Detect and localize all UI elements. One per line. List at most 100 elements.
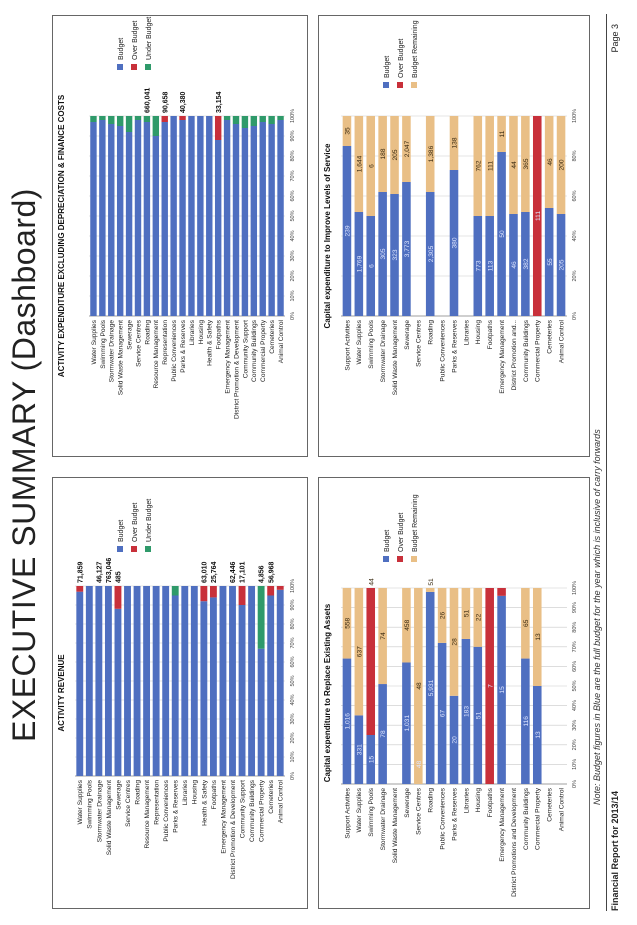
footer-divider [606,14,607,911]
bar-over-budget-swimming-pools [366,588,376,735]
bar-budget-community-support [241,128,249,316]
category-label: Community Buildings [523,319,530,382]
data-label-remaining: 46 [547,158,554,166]
x-tick-label: 10% [290,290,296,301]
data-label-remaining: 111 [487,161,494,171]
bar-budget-footpaths [485,216,494,316]
category-label: Service Centres [135,319,142,367]
x-tick-label: 50% [572,680,578,691]
data-label-remaining: 13 [535,633,542,641]
x-tick-label: 90% [290,599,296,610]
bar-under-budget-animal-control [277,116,284,120]
bar-budget-water-supplies [354,715,364,784]
bar-budget-resource-management [152,136,160,316]
data-label-budget: 380 [452,237,459,248]
data-label-budget: 205 [559,259,566,270]
bar-budget-housing [473,216,483,316]
x-tick-label: 60% [572,190,578,201]
bar-budget-solid-waste-management [116,126,124,316]
bar-budget-sewerage [402,662,411,784]
category-label: Emergency Management [220,780,227,854]
data-label-budget: 13 [535,731,542,739]
data-label-remaining: 2,047 [404,140,411,157]
category-label: Housing [198,320,205,345]
bar-under-budget-community-buildings [250,116,258,126]
bar-under-budget-parks-reserves [171,586,179,596]
activity-revenue-panel: ACTIVITY REVENUE 0%10%20%30%40%50%60%70%… [52,477,308,909]
category-label: Footpaths [216,319,223,349]
category-label: Community Buildings [249,779,256,842]
bar-over-budget-health-safety [200,586,208,602]
category-label: Water Supplies [356,787,363,832]
bar-budget-cemeteries [267,595,275,776]
category-label: Service Centres [125,779,132,827]
bar-budget-remaining-stormwater-drainage [378,116,387,192]
bar-budget-service-centres [124,586,131,776]
legend-swatch-over-budget [397,556,403,562]
bar-budget-remaining-sewerage [402,587,411,663]
bar-budget-public-conveniences [437,642,447,784]
bar-under-budget-water-supplies [90,116,97,122]
category-label: Community Support [239,780,246,838]
bar-budget-remaining-public-conveniences [437,588,447,643]
category-label: Stormwater Drainage [96,780,103,843]
category-label: Solid Waste Management [392,788,399,863]
activity-expenditure-panel: ACTIVITY EXPENDITURE EXCLUDING DEPRECIAT… [52,15,308,457]
bar-budget-cemeteries [544,208,554,316]
category-label: Health & Safety [201,779,208,826]
bar-budget-roading [425,192,435,316]
bar-budget-remaining-libraries [461,587,471,639]
bar-over-budget-representation [161,116,168,122]
x-tick-label: 70% [572,641,578,652]
bar-budget-commercial-property [532,686,542,784]
x-tick-label: 80% [572,622,578,633]
x-tick-label: 20% [572,270,578,281]
bar-budget-stormwater-drainage [378,684,387,784]
category-label: Swimming Pools [368,319,375,368]
category-label: Sewerage [404,320,411,350]
data-label-budget: 382 [523,258,530,269]
category-label: Parks & Reserves [451,787,458,840]
category-label: Representation [162,320,169,365]
bar-under-budget-cemeteries [268,116,275,124]
x-tick-label: 100% [572,109,578,123]
bar-budget-housing [190,586,198,776]
data-label-remaining: 22 [475,613,482,621]
bar-budget-stormwater-drainage [95,586,103,776]
bar-under-budget-commercial-property [257,586,265,649]
legend-label-budget-remaining: Budget Remaining [412,20,419,78]
x-tick-label: 80% [290,618,296,629]
data-label-budget: 111 [535,211,542,221]
category-label: Roading [428,788,435,813]
category-label: Footpaths [211,779,218,809]
bar-budget-remaining-roading [425,116,435,192]
bar-budget-cemeteries [268,124,275,316]
bar-budget-remaining-stormwater-drainage [378,587,387,685]
data-label: 62,446 [230,561,237,583]
category-label: Commercial Property [260,319,267,382]
data-label-remaining: 35 [345,127,352,135]
data-label-budget: 331 [356,744,363,755]
bar-budget-district-promotion-development [232,124,240,316]
category-label: Service Centres [416,787,423,835]
x-tick-label: 0% [572,780,578,788]
category-label: Resource Management [153,320,160,389]
category-label: Parks & Reserves [451,319,458,372]
data-label-budget: 116 [523,716,530,727]
footer-report-title: Financial Report for 2013/14 [610,790,620,911]
legend-label-budget: Budget [118,520,125,542]
bar-budget-health-safety [206,116,213,316]
bar-over-budget-footpaths [485,588,494,784]
data-label-remaining: 200 [559,159,566,170]
bar-budget-remaining-roading [425,588,435,592]
data-label: 17,101 [240,561,247,583]
data-label: 90,658 [162,91,169,113]
x-tick-label: 90% [290,130,296,141]
category-label: Resource Management [144,780,151,849]
x-tick-label: 70% [290,637,296,648]
bar-budget-remaining-sewerage [402,116,411,182]
footer-page-number: Page 3 [610,24,620,53]
data-label-remaining: 44 [511,161,518,169]
x-tick-label: 10% [572,759,578,770]
bar-budget-sewerage [402,182,411,316]
